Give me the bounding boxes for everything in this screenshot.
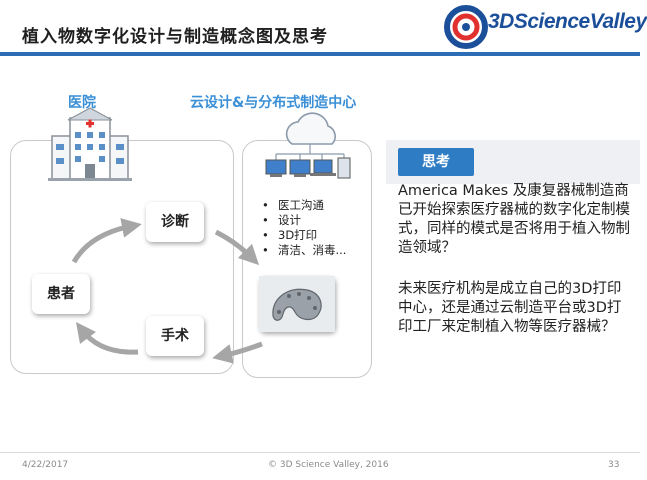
- arrow-surgery-to-patient: [75, 322, 139, 355]
- arrow-diagnosis-to-center: [214, 229, 260, 266]
- cloud-center-panel: [242, 140, 372, 378]
- hospital-label: 医院: [68, 95, 96, 111]
- list-item: 设计: [262, 213, 346, 228]
- thinking-paragraph-1: America Makes 及康复器械制造商已开始探索医疗器械的数字化定制模式，…: [398, 183, 630, 256]
- arrow-center-to-surgery: [212, 341, 263, 364]
- logo-text: 3DScienceValley: [488, 10, 647, 33]
- title-underline: [0, 52, 640, 56]
- implant-image: [259, 276, 335, 332]
- diagnosis-node: 诊断: [146, 202, 204, 242]
- surgery-node: 手术: [146, 316, 204, 356]
- hospital-building-icon: [48, 107, 132, 181]
- footer-divider: [0, 452, 640, 453]
- service-list: 医工沟通 设计 3D打印 清洁、消毒...: [262, 198, 346, 258]
- list-item: 3D打印: [262, 228, 346, 243]
- thinking-paragraph-2: 未来医疗机构是成立自己的3D打印中心，还是通过云制造平台或3D打印工厂来定制植入…: [398, 281, 622, 335]
- list-item: 清洁、消毒...: [262, 243, 346, 258]
- patient-node: 患者: [32, 274, 90, 314]
- footer-copyright: © 3D Science Valley, 2016: [268, 460, 389, 470]
- arrow-patient-to-diagnosis: [71, 218, 142, 264]
- slide-title: 植入物数字化设计与制造概念图及思考: [22, 27, 328, 47]
- thinking-badge: 思考: [398, 148, 474, 176]
- list-item: 医工沟通: [262, 198, 346, 213]
- footer-page-number: 33: [608, 460, 620, 470]
- footer-date: 4/22/2017: [22, 460, 69, 470]
- cloud-center-label: 云设计&与分布式制造中心: [190, 95, 357, 111]
- logo-icon: [444, 5, 488, 49]
- cloud-network-icon: [265, 112, 351, 179]
